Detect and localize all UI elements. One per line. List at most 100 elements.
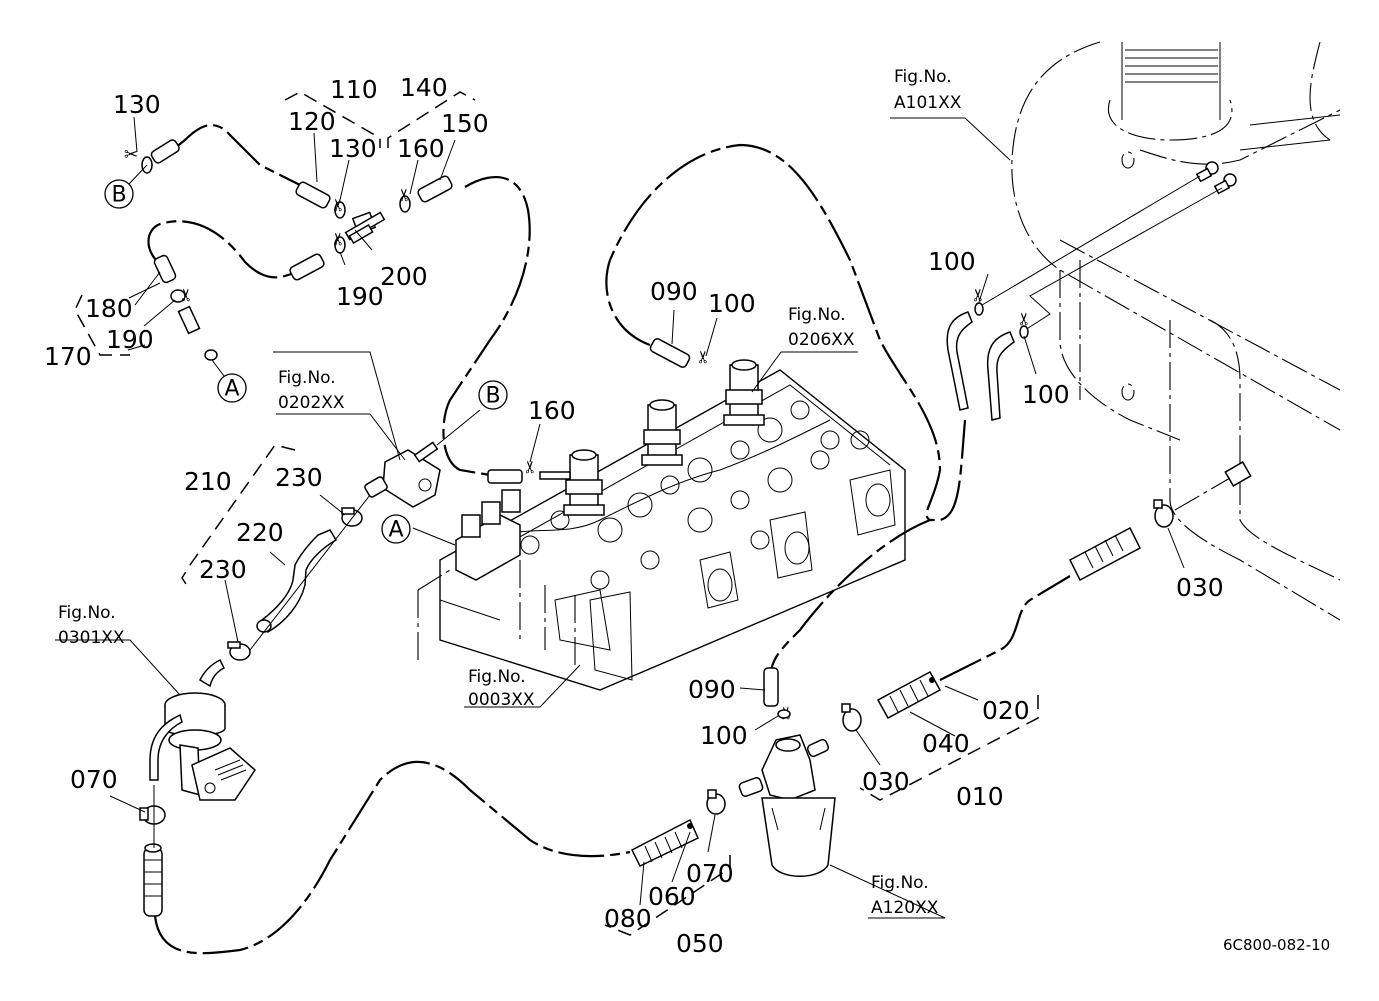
boot-sleeve-left <box>143 843 163 917</box>
callout-180: 180 <box>85 294 133 323</box>
svg-text:Fig.No.: Fig.No. <box>871 873 929 893</box>
pipe-160-mid <box>539 471 571 480</box>
callout-040: 040 <box>922 729 970 758</box>
callout-labels: 130 110 140 120 130 160 150 200 190 180 … <box>44 73 1224 958</box>
callout-070-left: 070 <box>70 765 118 794</box>
hose-210-axis <box>249 494 371 651</box>
fuel-feed-pump <box>149 658 256 801</box>
fig-reference-fuel-pump: Fig.No. 0301XX <box>58 603 125 648</box>
callout-230-low: 230 <box>199 555 247 584</box>
svg-text:Fig.No.: Fig.No. <box>788 305 846 325</box>
callout-190-low: 190 <box>106 325 154 354</box>
fig-reference-filter: Fig.No. A120XX <box>871 873 939 918</box>
svg-text:✂: ✂ <box>1015 312 1035 326</box>
callout-190-mid: 190 <box>336 282 384 311</box>
callout-200: 200 <box>380 262 428 291</box>
leak-off-hose-lower <box>147 220 301 279</box>
callout-090-low: 090 <box>688 675 736 704</box>
callout-100-low: 100 <box>700 721 748 750</box>
svg-text:Fig.No.: Fig.No. <box>894 67 952 87</box>
svg-text:Fig.No.: Fig.No. <box>278 368 336 388</box>
callout-130-mid: 130 <box>329 134 377 163</box>
svg-text:0202XX: 0202XX <box>278 393 345 413</box>
leak-off-hose-upper <box>169 124 331 201</box>
sleeve-090-top <box>649 338 691 368</box>
svg-text:A: A <box>224 377 239 402</box>
callout-160-mid: 160 <box>528 396 576 425</box>
tank-outlet-axis <box>1174 477 1231 511</box>
fig-reference-tank: Fig.No. A101XX <box>894 67 962 113</box>
callout-220: 220 <box>236 518 284 547</box>
fuel-tank-outline <box>1011 41 1341 621</box>
hose-boot-right <box>1069 526 1141 582</box>
callout-100-top: 100 <box>708 289 756 318</box>
svg-text:✂: ✂ <box>395 188 415 202</box>
leader-lines <box>55 116 1185 919</box>
svg-text:0003XX: 0003XX <box>468 690 535 710</box>
svg-text:B: B <box>485 384 500 409</box>
hose-clips: ✂ ✂ ✂ ✂ ✂ ✂ ✂ ✂ ✂ ✂ <box>124 145 1035 720</box>
callout-100-tank2: 100 <box>1022 380 1070 409</box>
sleeve-160-mid <box>487 469 523 484</box>
svg-text:✂: ✂ <box>521 460 541 474</box>
drawing-code: 6C800-082-10 <box>1223 936 1330 954</box>
clamp-030-mid <box>841 703 862 732</box>
callout-130-top: 130 <box>113 90 161 119</box>
callout-100-tank1: 100 <box>928 247 976 276</box>
callout-090-top: 090 <box>650 277 698 306</box>
svg-text:✂: ✂ <box>694 350 714 364</box>
callout-170: 170 <box>44 342 92 371</box>
tank-supply-line <box>1024 187 1223 331</box>
callout-020: 020 <box>982 696 1030 725</box>
svg-text:✂: ✂ <box>177 288 197 302</box>
clamp-230-low <box>227 641 251 661</box>
return-line-hose <box>939 575 1071 681</box>
callout-060: 060 <box>648 882 696 911</box>
fig-reference-cylinder-head: Fig.No. 0003XX <box>468 667 535 710</box>
callout-070-mid: 070 <box>686 859 734 888</box>
leak-off-fittings <box>141 139 453 361</box>
injector-1 <box>563 449 605 516</box>
svg-text:A120XX: A120XX <box>871 898 939 918</box>
svg-text:A101XX: A101XX <box>894 93 962 113</box>
svg-text:B: B <box>111 183 126 208</box>
injector-2 <box>641 399 683 466</box>
clamp-230-top <box>341 507 363 527</box>
pump-body-fitting <box>364 409 481 508</box>
callout-120: 120 <box>288 107 336 136</box>
clamp-070-left <box>139 805 166 825</box>
connector-b-mid: B <box>478 380 508 410</box>
svg-text:Fig.No.: Fig.No. <box>58 603 116 623</box>
connector-a-left: A <box>211 359 247 403</box>
svg-text:✂: ✂ <box>329 198 349 212</box>
callout-080: 080 <box>604 904 652 933</box>
callout-150: 150 <box>441 109 489 138</box>
return-to-filter-hose <box>768 518 931 681</box>
callout-110: 110 <box>330 75 378 104</box>
callout-010: 010 <box>956 782 1004 811</box>
hose-040 <box>876 670 942 720</box>
svg-text:✂: ✂ <box>329 232 349 246</box>
callout-160-top: 160 <box>397 134 445 163</box>
fuel-supply-hose-lower <box>153 760 631 955</box>
fig-reference-pump-body: Fig.No. 0202XX <box>276 368 406 461</box>
callout-140: 140 <box>400 73 448 102</box>
tank-return-line <box>981 175 1201 306</box>
callout-230-top: 230 <box>275 463 323 492</box>
tank-hoses <box>946 302 1029 421</box>
connector-b-left: B <box>104 164 148 209</box>
hose-060 <box>630 818 699 867</box>
svg-text:✂: ✂ <box>124 145 138 165</box>
callout-030-mid: 030 <box>862 767 910 796</box>
leak-off-hose-right <box>442 176 531 477</box>
hose-220 <box>256 529 338 634</box>
callout-210: 210 <box>184 467 232 496</box>
fuel-filter <box>738 734 836 877</box>
callout-050: 050 <box>676 929 724 958</box>
fig-reference-injector: Fig.No. 0206XX <box>788 305 855 350</box>
clamp-030-right <box>1153 499 1174 528</box>
svg-text:✂: ✂ <box>969 288 989 302</box>
clamp-070-mid <box>706 789 726 815</box>
sleeve-090-low <box>763 667 779 707</box>
